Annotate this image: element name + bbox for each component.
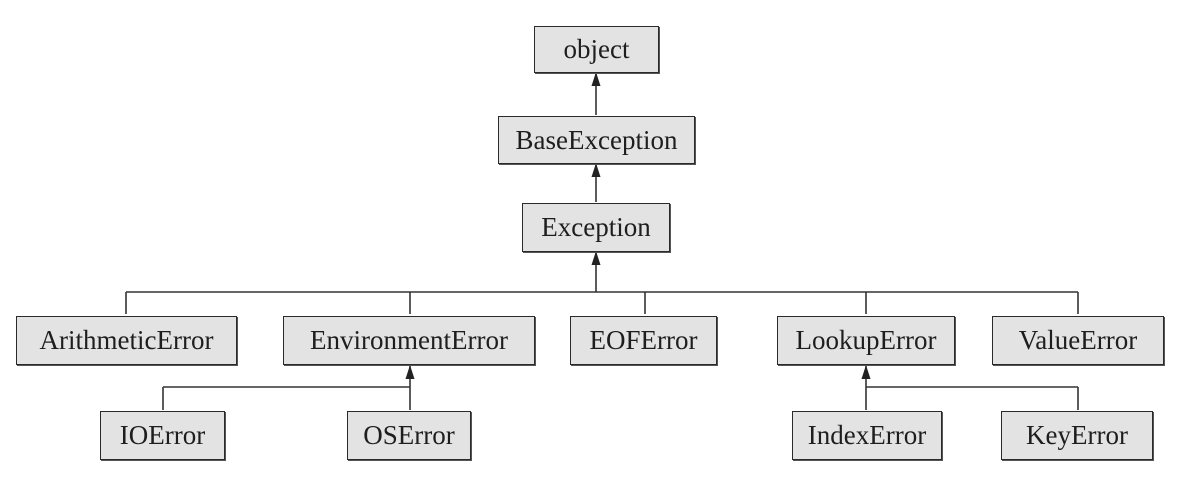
node-exception: Exception <box>522 203 670 252</box>
node-eoferror: EOFError <box>570 316 717 365</box>
node-ioerror: IOError <box>100 411 225 460</box>
arrowhead-object <box>591 72 601 86</box>
arrowhead-baseexception <box>591 163 601 177</box>
node-environmenterror: EnvironmentError <box>283 316 535 365</box>
arrowhead-exception <box>591 251 601 265</box>
node-lookuperror: LookupError <box>777 316 955 365</box>
arrowhead-lookuperror <box>861 365 871 379</box>
node-keyerror: KeyError <box>1001 411 1153 460</box>
node-arithmeticerror: ArithmeticError <box>16 316 237 365</box>
arrowhead-environmenterror <box>405 365 415 379</box>
node-indexerror: IndexError <box>792 411 942 460</box>
node-oserror: OSError <box>347 411 471 460</box>
node-object: object <box>534 26 659 73</box>
node-valueerror: ValueError <box>992 316 1164 365</box>
node-baseexception: BaseException <box>498 116 695 164</box>
